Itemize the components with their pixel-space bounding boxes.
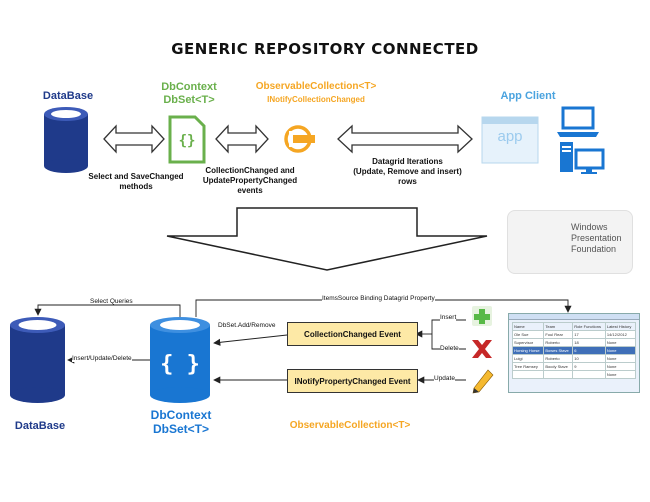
collection-changed-event-box: CollectionChanged Event <box>287 322 418 346</box>
app-client-label: App Client <box>500 90 556 102</box>
double-arrow-3 <box>337 124 473 154</box>
svg-text:{}: {} <box>179 133 196 149</box>
svg-text:{ }: { } <box>160 352 200 377</box>
dbcontext-label-top: DbContext DbSet<T> <box>156 81 222 107</box>
arrow3-caption: Datagrid Iterations (Update, Remove and … <box>340 157 475 187</box>
datagrid-cell: Roberto <box>543 354 574 363</box>
dbcontext-bottom-line2: DbSet<T> <box>152 422 209 436</box>
datagrid-cell: None <box>604 346 637 355</box>
datagrid-cell: Tree Ramsey <box>511 362 545 371</box>
datagrid-row[interactable]: Ole Sue Foul Rear 17 14/12/2012 <box>511 330 637 339</box>
arrow1-caption-line1: Select and SaveChanged <box>88 172 184 181</box>
insert-update-delete-label: Insert/Update/Delete <box>72 355 132 362</box>
datagrid-cell: 17 <box>572 330 606 339</box>
arrow2-caption: CollectionChanged and UpdatePropertyChan… <box>190 166 310 196</box>
datagrid-cell <box>511 370 545 379</box>
datagrid-cell: Roberto <box>543 338 574 347</box>
arrow1-caption-line2: methods <box>119 182 153 191</box>
datagrid-titlebar <box>509 314 639 320</box>
datagrid-cell: 14/12/2012 <box>604 330 637 339</box>
desktop-icon <box>560 142 605 174</box>
datagrid-cell: Supervisor <box>511 338 545 347</box>
double-arrow-2 <box>215 124 269 154</box>
dbcontext-file-icon: {} <box>168 115 206 164</box>
diagram-title: GENERIC REPOSITORY CONNECTED <box>171 40 479 58</box>
delete-label: Delete <box>440 345 459 352</box>
arrow3-caption-line2: (Update, Remove and insert) <box>353 167 462 176</box>
arrow3-caption-line3: rows <box>398 177 417 186</box>
arrow1-caption: Select and SaveChanged methods <box>66 172 206 192</box>
select-queries-label: Select Queries <box>90 298 133 305</box>
plus-icon <box>472 306 492 326</box>
datagrid-cell: 18 <box>572 338 606 347</box>
app-window-icon <box>481 116 539 164</box>
database-icon-top <box>44 107 88 173</box>
double-arrow-1 <box>103 124 165 154</box>
datagrid-header-row: Name Team Role Functions Latest History <box>511 322 637 331</box>
datagrid-cell: None <box>604 338 637 347</box>
datagrid-row[interactable]: Supervisor Roberto 18 None <box>511 338 637 347</box>
wpf-line3: Foundation <box>571 244 617 254</box>
insert-label: Insert <box>440 314 457 321</box>
datagrid-row[interactable]: Horsing Horse Bowes Stave 6 None <box>511 346 637 355</box>
wpf-line2: Presentation <box>571 233 622 243</box>
datagrid-cell: Horsing Horse <box>511 346 545 355</box>
wpf-badge <box>507 210 633 274</box>
datagrid-header-cell: Role Functions <box>572 322 606 331</box>
datagrid-cell: 9 <box>572 362 606 371</box>
datagrid-cell: 10 <box>572 354 606 363</box>
observable-icon <box>284 125 315 153</box>
datagrid-header-cell: Latest History <box>604 322 637 331</box>
update-label: Update <box>434 375 455 382</box>
dbcontext-bottom-line1: DbContext <box>150 408 212 422</box>
datagrid-row[interactable]: None <box>511 370 637 379</box>
database-label-bottom: DataBase <box>14 420 66 432</box>
app-icon-text: app <box>497 128 523 145</box>
dbcontext-db-icon: { } <box>150 317 210 403</box>
arrow2-caption-line3: events <box>237 186 263 195</box>
datagrid-cell: Bocdy Stave <box>543 362 574 371</box>
dbset-add-remove-label: DbSet.Add/Remove <box>218 322 276 329</box>
dbcontext-label-line1: DbContext <box>161 81 217 93</box>
laptop-icon <box>557 106 599 137</box>
observable-label-bottom: ObservableCollection<T> <box>289 420 411 431</box>
inotify-collection-label: INotifyCollectionChanged <box>267 95 365 104</box>
datagrid-cell: Ole Sue <box>511 330 545 339</box>
big-down-arrow <box>166 207 488 271</box>
datagrid-cell: Luigi <box>511 354 545 363</box>
inotify-property-changed-event-box: INotifyPropertyChanged Event <box>287 369 418 393</box>
datagrid-cell: Bowes Stave <box>543 346 574 355</box>
datagrid-header-cell: Team <box>543 322 574 331</box>
datagrid-cell: Foul Rear <box>543 330 574 339</box>
database-icon-bottom <box>10 317 65 403</box>
datagrid-cell <box>572 370 606 379</box>
itemssource-binding-label: ItemsSource Binding Datagrid Property <box>322 295 435 302</box>
datagrid-cell: 6 <box>572 346 606 355</box>
datagrid-row[interactable]: Luigi Roberto 10 None <box>511 354 637 363</box>
dbcontext-label-line2: DbSet<T> <box>163 94 215 106</box>
datagrid-header-cell: Name <box>511 322 545 331</box>
dbcontext-label-bottom: DbContext DbSet<T> <box>136 408 226 436</box>
wpf-text: Windows Presentation Foundation <box>571 222 631 255</box>
arrow2-caption-line2: UpdatePropertyChanged <box>202 176 298 185</box>
datagrid-row[interactable]: Tree Ramsey Bocdy Stave 9 None <box>511 362 637 371</box>
database-label-top: DataBase <box>42 90 94 102</box>
arrow2-caption-line1: CollectionChanged and <box>205 166 295 175</box>
x-icon <box>472 340 492 358</box>
datagrid-cell: None <box>604 354 637 363</box>
select-queries-arrow <box>34 304 181 317</box>
arrow3-caption-line1: Datagrid Iterations <box>372 157 443 166</box>
datagrid-cell <box>543 370 574 379</box>
observable-label-top: ObservableCollection<T> <box>255 81 377 92</box>
datagrid-cell: None <box>604 370 637 379</box>
datagrid-cell: None <box>604 362 637 371</box>
pencil-icon <box>472 369 494 394</box>
dbset-add-remove-arrow <box>213 334 288 346</box>
wpf-line1: Windows <box>571 222 608 232</box>
datagrid-table: Name Team Role Functions Latest History … <box>511 322 637 379</box>
datagrid-window: Name Team Role Functions Latest History … <box>508 313 640 393</box>
